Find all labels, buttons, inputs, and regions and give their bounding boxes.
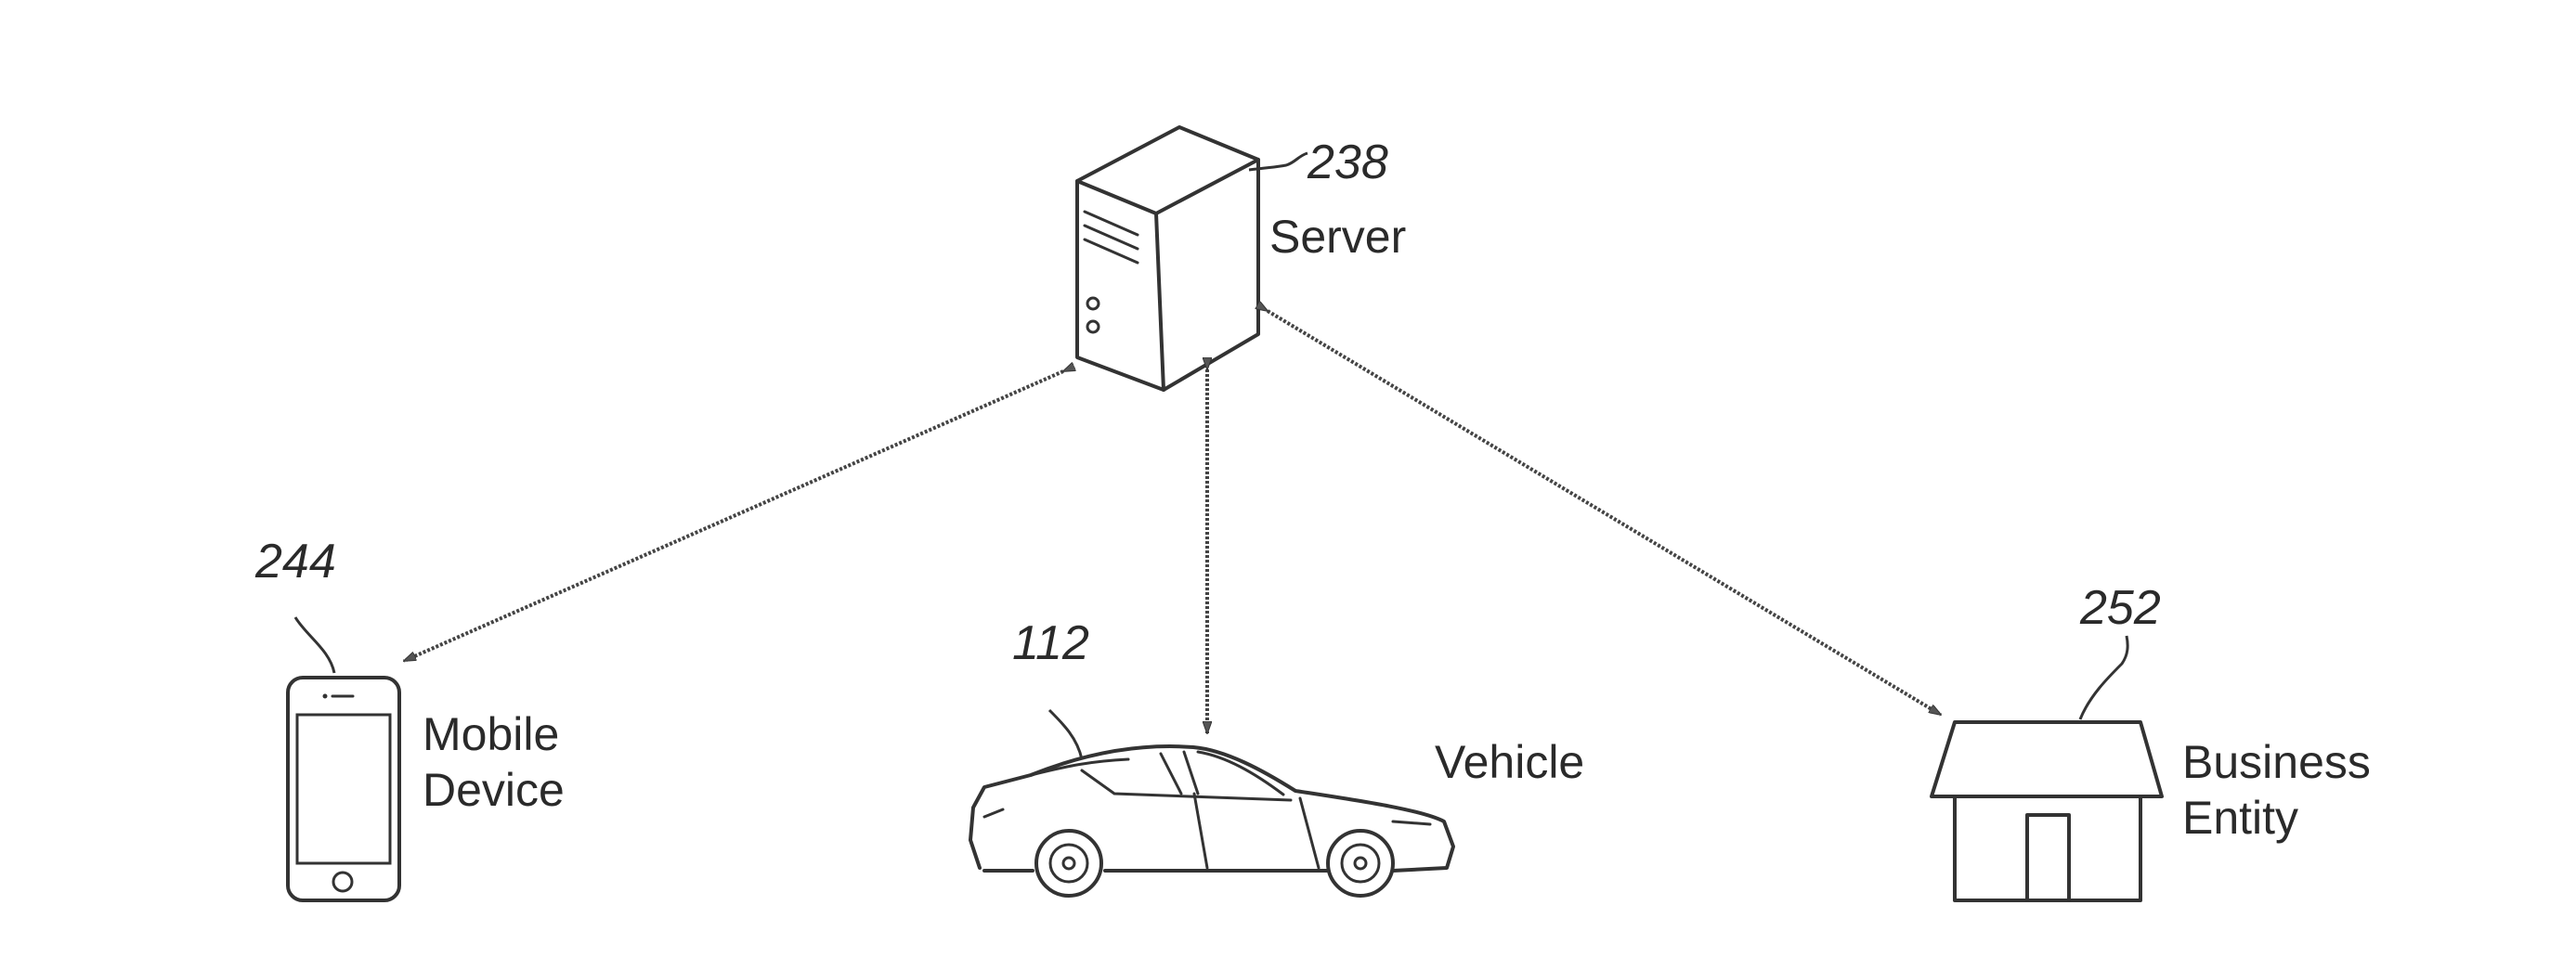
business-label-line2: Entity <box>2182 792 2298 844</box>
server-ref-number: 238 <box>1307 136 1388 189</box>
mobile-label-line2: Device <box>423 764 565 816</box>
mobile-label-line1: Mobile <box>423 708 559 760</box>
vehicle-ref-leader <box>1047 708 1084 760</box>
server-ref-leader <box>1248 151 1308 172</box>
business-building-icon <box>1930 720 2164 902</box>
vehicle-label: Vehicle <box>1435 736 1584 788</box>
business-ref-number: 252 <box>2079 581 2161 635</box>
mobile-ref-number: 244 <box>254 535 336 588</box>
business-ref-leader <box>2078 635 2129 720</box>
server-mobile-link <box>404 371 1063 663</box>
mobile-device-icon <box>286 676 401 902</box>
vehicle-icon <box>969 744 1455 898</box>
vehicle-ref-number: 112 <box>1012 616 1089 670</box>
mobile-ref-leader <box>293 616 336 674</box>
server-label: Server <box>1269 211 1406 263</box>
business-label-line1: Business <box>2182 736 2371 788</box>
server-icon <box>1075 125 1260 392</box>
server-business-link <box>1268 311 1941 717</box>
